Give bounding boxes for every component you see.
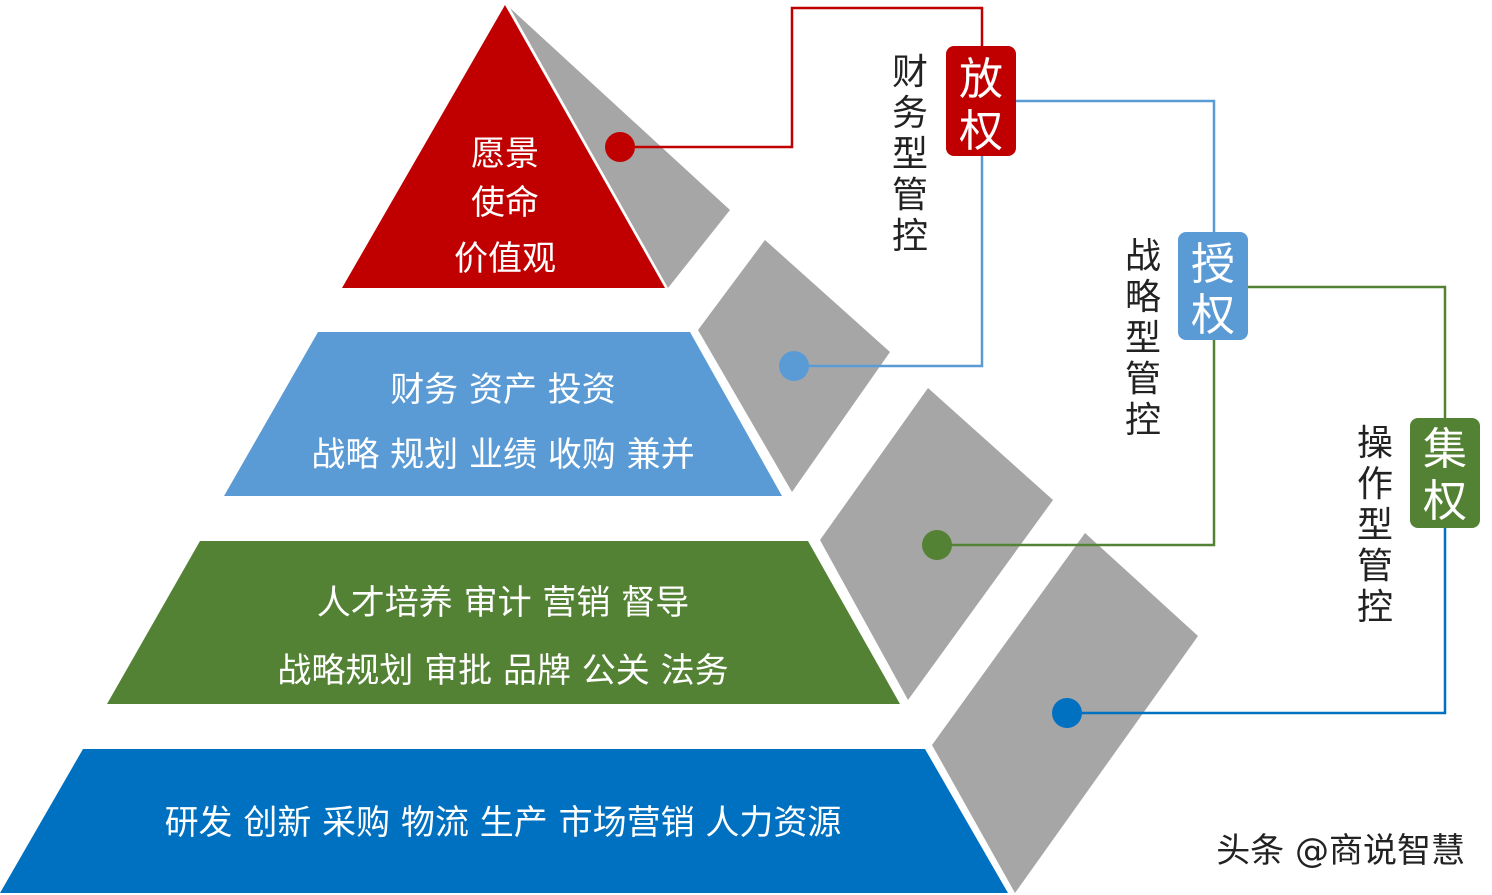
connector-green-2 bbox=[1248, 285, 1447, 418]
label-strategic-control-char: 管 bbox=[1125, 359, 1161, 400]
dot-blue bbox=[1052, 698, 1082, 728]
label-financial-control-char: 管 bbox=[892, 175, 928, 216]
label-operational-control-char: 控 bbox=[1357, 587, 1393, 628]
badge-jiquan-char-2: 权 bbox=[1423, 476, 1467, 527]
label-strategic-control-char: 战 bbox=[1125, 236, 1161, 277]
connector-green-1 bbox=[937, 340, 1216, 547]
label-strategic-control-char: 控 bbox=[1125, 400, 1161, 441]
badge-fangquan-char-1: 放 bbox=[959, 54, 1003, 105]
tier1-line-2: 使命 bbox=[471, 183, 539, 223]
pyramid-tier-4 bbox=[0, 749, 1008, 893]
connector-blue bbox=[1067, 528, 1447, 715]
badge-fangquan bbox=[946, 46, 1016, 156]
tier4-line-1: 研发 创新 采购 物流 生产 市场营销 人力资源 bbox=[165, 803, 842, 843]
label-financial-control-char: 财 bbox=[892, 52, 928, 93]
badge-shouquan-char-2: 权 bbox=[1191, 290, 1235, 341]
label-financial-control-char: 型 bbox=[892, 134, 928, 175]
dot-light-blue bbox=[779, 351, 809, 381]
pyramid-tier-2 bbox=[224, 332, 782, 496]
tier2-line-1: 财务 资产 投资 bbox=[390, 370, 616, 410]
dot-red bbox=[605, 132, 635, 162]
label-strategic-control-char: 型 bbox=[1125, 318, 1161, 359]
tier3-line-1: 人才培养 审计 营销 督导 bbox=[317, 583, 689, 623]
connector-red bbox=[620, 6, 984, 149]
tier1-line-1: 愿景 bbox=[471, 134, 539, 174]
dot-green bbox=[922, 530, 952, 560]
label-financial-control-char: 务 bbox=[892, 93, 928, 134]
badge-shouquan-char-1: 授 bbox=[1191, 239, 1235, 290]
badge-jiquan bbox=[1410, 418, 1480, 528]
badge-jiquan-char-1: 集 bbox=[1423, 424, 1467, 475]
pyramid-tier-3 bbox=[107, 541, 900, 704]
badge-fangquan-char-2: 权 bbox=[959, 106, 1003, 157]
label-operational-control-char: 作 bbox=[1357, 464, 1393, 505]
connector-light-blue-1 bbox=[794, 156, 984, 368]
label-financial-control-char: 控 bbox=[892, 216, 928, 257]
badge-shouquan bbox=[1178, 232, 1248, 340]
label-operational-control-char: 操 bbox=[1357, 423, 1393, 464]
tier2-line-2: 战略 规划 业绩 收购 兼并 bbox=[311, 435, 694, 475]
connector-light-blue-2 bbox=[1016, 99, 1216, 232]
label-strategic-control-char: 略 bbox=[1125, 277, 1161, 318]
label-operational-control-char: 管 bbox=[1357, 546, 1393, 587]
tier3-line-2: 战略规划 审批 品牌 公关 法务 bbox=[277, 651, 728, 691]
tier1-line-3: 价值观 bbox=[454, 239, 556, 279]
watermark: 头条 @商说智慧 bbox=[1216, 831, 1465, 871]
pyramid-tier-1 bbox=[342, 5, 665, 288]
label-operational-control-char: 型 bbox=[1357, 505, 1393, 546]
